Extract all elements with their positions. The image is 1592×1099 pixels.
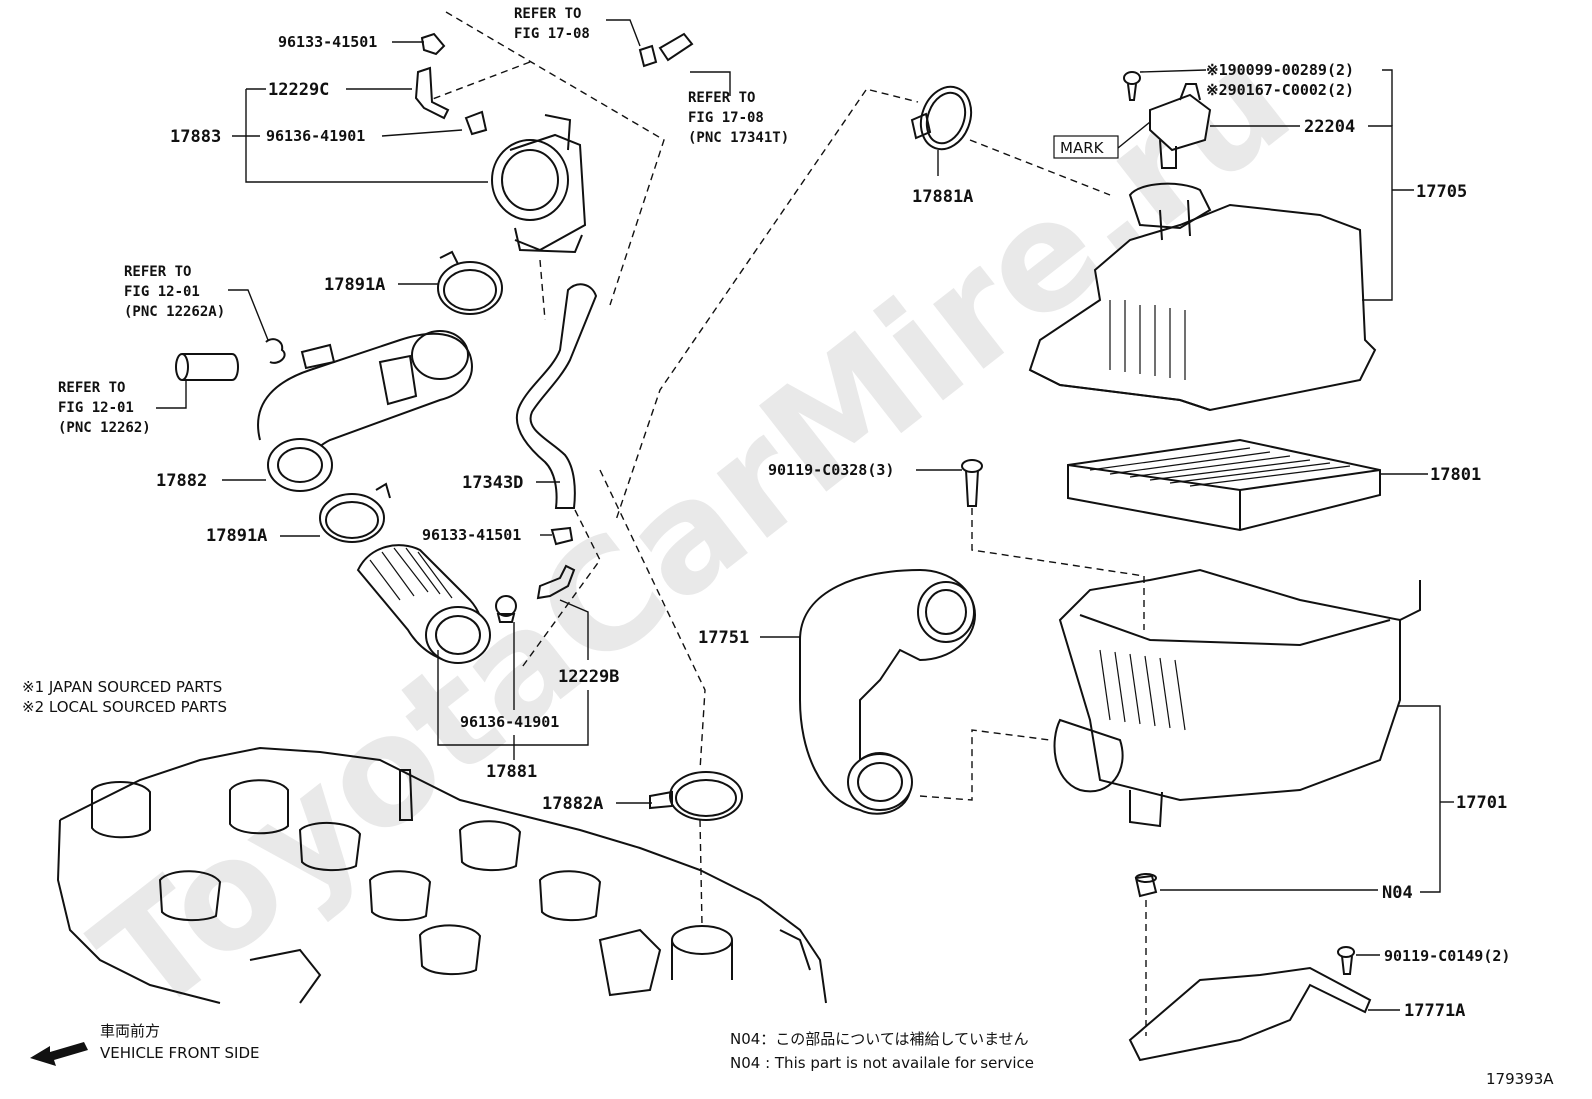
label-90119-c0328: 90119-C0328(3) xyxy=(768,461,894,479)
clip-ref-fig1708 xyxy=(638,44,658,68)
label-17705: 17705 xyxy=(1416,182,1467,202)
notes: ※1 JAPAN SOURCED PARTS ※2 LOCAL SOURCED … xyxy=(22,678,1554,1088)
clamp-96136-41901-top xyxy=(464,110,488,136)
clamp-17882a xyxy=(649,771,743,821)
note-front-jp: 車両前方 xyxy=(100,1022,160,1040)
clamp-96136-41901-bottom xyxy=(495,595,517,623)
label-17882: 17882 xyxy=(156,471,207,491)
label-96136-41901-bottom: 96136-41901 xyxy=(460,713,559,731)
bracket-17771a xyxy=(1128,966,1372,1062)
label-17701: 17701 xyxy=(1456,793,1507,813)
label-17891a-top: 17891A xyxy=(324,275,385,295)
label-190099-00289: ※190099-00289(2) xyxy=(1206,61,1354,79)
ref-fig1201-b-line1: REFER TO xyxy=(58,380,125,396)
note-japan-sourced: ※1 JAPAN SOURCED PARTS xyxy=(22,678,222,696)
ref-fig1708-a-line2: FIG 17-08 xyxy=(514,26,590,42)
label-17343d: 17343D xyxy=(462,473,523,493)
label-17881: 17881 xyxy=(486,762,537,782)
fitting-12229c xyxy=(414,66,450,120)
hose-stub-ref xyxy=(658,32,694,62)
label-n04: N04 xyxy=(1382,883,1413,903)
label-22204: 22204 xyxy=(1304,117,1355,137)
pipe-ref-12262 xyxy=(175,338,286,381)
leader-lines xyxy=(156,19,1454,1011)
screw-190099 xyxy=(1123,71,1141,101)
note-local-sourced: ※2 LOCAL SOURCED PARTS xyxy=(22,698,227,716)
label-290167-c0002: ※290167-C0002(2) xyxy=(1206,81,1354,99)
sensor-22204 xyxy=(1149,83,1212,169)
label-12229b: 12229B xyxy=(558,667,619,687)
label-17883: 17883 xyxy=(170,127,221,147)
figure-id: 179393A xyxy=(1486,1070,1554,1088)
bolt-90119-c0328 xyxy=(961,459,983,507)
clamp-17891a-bottom xyxy=(319,482,391,543)
ref-fig1201-a-line3: (PNC 12262A) xyxy=(124,304,225,320)
label-17751: 17751 xyxy=(698,628,749,648)
air-cleaner-case-17701 xyxy=(1053,568,1421,828)
ref-fig1201-a-line1: REFER TO xyxy=(124,264,191,280)
clip-96133-41501-mid xyxy=(550,526,574,546)
air-cleaner-cap-17705 xyxy=(1028,182,1377,412)
clamp-17881a xyxy=(910,85,973,151)
bolt-90119-c0149 xyxy=(1337,946,1355,975)
label-17891a-bottom: 17891A xyxy=(206,526,267,546)
note-n04-en: N04 : This part is not availale for serv… xyxy=(730,1054,1034,1072)
label-17801: 17801 xyxy=(1430,465,1481,485)
label-17881a: 17881A xyxy=(912,187,973,207)
label-90119-c0149: 90119-C0149(2) xyxy=(1384,947,1510,965)
clamp-17891a-top xyxy=(437,250,503,315)
engine-block xyxy=(56,746,827,1004)
label-96133-41501-top: 96133-41501 xyxy=(278,33,377,51)
bellows-hose-17881 xyxy=(356,544,491,664)
air-duct-17751 xyxy=(799,568,977,815)
label-17882a: 17882A xyxy=(542,794,603,814)
label-96133-41501-mid: 96133-41501 xyxy=(422,526,521,544)
mark-box xyxy=(1053,135,1119,159)
ref-fig1708-b-line3: (PNC 17341T) xyxy=(688,130,789,146)
ref-fig1201-a-line2: FIG 12-01 xyxy=(124,284,200,300)
clip-96133-41501-top xyxy=(420,32,446,56)
grommet-n04 xyxy=(1134,873,1158,898)
label-12229c: 12229C xyxy=(268,80,329,100)
ref-fig1201-b-line3: (PNC 12262) xyxy=(58,420,151,436)
note-front-en: VEHICLE FRONT SIDE xyxy=(100,1044,260,1062)
hose-17882 xyxy=(257,330,473,492)
ref-fig1708-b-line2: FIG 17-08 xyxy=(688,110,764,126)
air-filter-element-17801 xyxy=(1067,438,1381,532)
assembly-dashed-lines xyxy=(429,11,1147,1036)
front-arrow-icon xyxy=(30,1042,88,1066)
label-96136-41901-top: 96136-41901 xyxy=(266,127,365,145)
note-n04-jp: N04：この部品については補給していません xyxy=(730,1030,1029,1048)
intake-elbow-17883 xyxy=(491,114,587,254)
fitting-12229b xyxy=(536,564,576,600)
ref-fig1708-a-line1: REFER TO xyxy=(514,6,581,22)
hose-17343d xyxy=(515,283,598,509)
part-labels: 96133-41501 12229C 17883 96136-41901 REF… xyxy=(58,6,1510,1021)
ref-fig1708-b-line1: REFER TO xyxy=(688,90,755,106)
label-mark: MARK xyxy=(1060,139,1105,157)
ref-fig1201-b-line2: FIG 12-01 xyxy=(58,400,134,416)
label-17771a: 17771A xyxy=(1404,1001,1465,1021)
